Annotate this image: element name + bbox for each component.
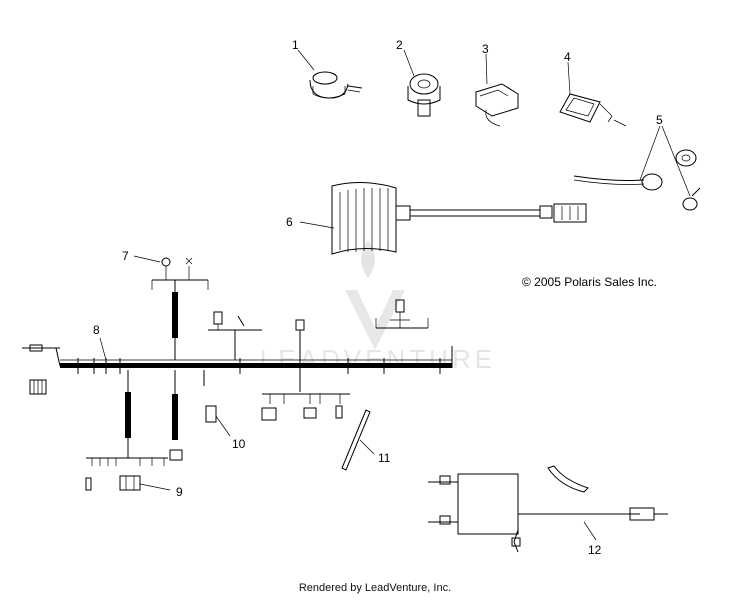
callout-1: 1 xyxy=(292,38,299,52)
watermark-logo-icon xyxy=(345,290,405,350)
part-9: 9 xyxy=(85,475,183,499)
part-11: 11 xyxy=(341,409,391,471)
part-10: 10 xyxy=(205,405,246,451)
callout-5: 5 xyxy=(656,113,663,127)
callout-10: 10 xyxy=(232,437,246,451)
callout-7: 7 xyxy=(122,249,129,263)
footer-text: Rendered by LeadVenture, Inc. xyxy=(298,582,452,594)
part-7: 7 xyxy=(122,249,161,263)
callout-11: 11 xyxy=(378,451,391,465)
watermark: LEADVENTURE xyxy=(260,240,496,374)
callout-4: 4 xyxy=(564,50,571,64)
callout-6: 6 xyxy=(286,215,293,229)
callout-2: 2 xyxy=(396,38,403,52)
part-3: 3 xyxy=(475,42,519,127)
part-6: 6 xyxy=(286,181,587,255)
part-2: 2 xyxy=(396,38,441,117)
part-8-main-harness: 8 xyxy=(22,257,453,466)
part-5: 5 xyxy=(573,113,701,211)
watermark-text: LEADVENTURE xyxy=(260,344,496,374)
part-1: 1 xyxy=(292,38,363,99)
part-4: 4 xyxy=(559,50,627,127)
callout-9: 9 xyxy=(176,485,183,499)
callout-3: 3 xyxy=(482,42,489,56)
part-12: 12 xyxy=(428,465,668,557)
watermark-flame-icon xyxy=(361,240,375,278)
copyright-text: © 2005 Polaris Sales Inc. xyxy=(522,275,657,289)
callout-8: 8 xyxy=(93,323,100,337)
callout-12: 12 xyxy=(588,543,602,557)
